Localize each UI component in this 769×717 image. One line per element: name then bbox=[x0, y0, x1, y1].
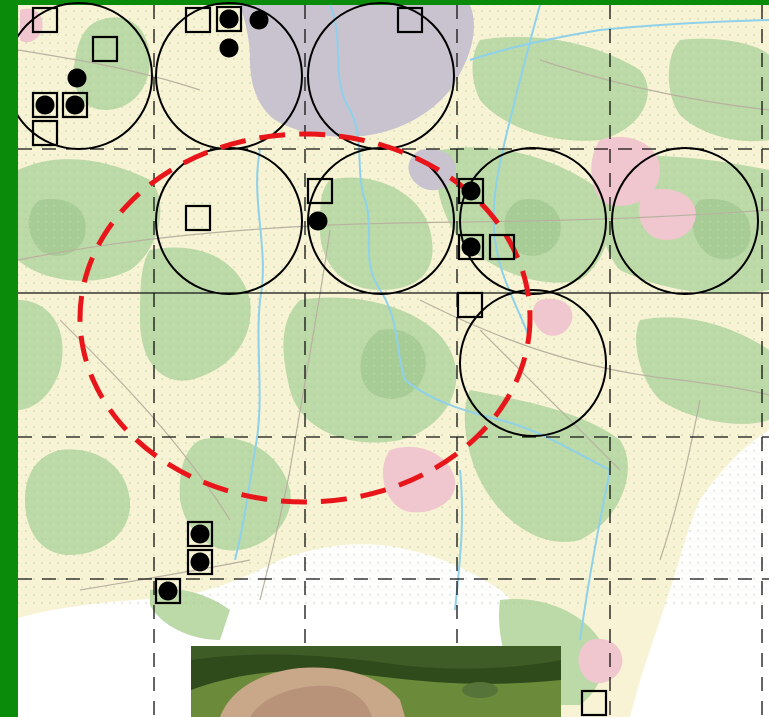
open-square-marker-8[interactable] bbox=[488, 233, 516, 261]
dot-marker-1[interactable] bbox=[219, 9, 239, 29]
photo-inset[interactable] bbox=[191, 646, 561, 717]
survey-circle-1 bbox=[18, 2, 153, 150]
dot-square-marker-4[interactable] bbox=[457, 177, 485, 205]
dot-marker-3[interactable] bbox=[219, 38, 239, 58]
records-markers bbox=[31, 5, 608, 717]
dot-marker-4[interactable] bbox=[67, 68, 87, 88]
open-square-marker-7[interactable] bbox=[306, 177, 334, 205]
roads bbox=[18, 49, 769, 601]
open-square-marker-6[interactable] bbox=[184, 204, 212, 232]
pink-areas bbox=[20, 8, 696, 684]
survey-circle-8 bbox=[459, 289, 607, 437]
open-square-marker-9[interactable] bbox=[456, 291, 484, 319]
survey-circle-4 bbox=[155, 147, 303, 295]
open-square-marker-3[interactable] bbox=[31, 119, 59, 147]
dot-square-marker-2[interactable] bbox=[61, 91, 89, 119]
dot-square-marker-8[interactable] bbox=[154, 577, 182, 605]
dot-marker-5[interactable] bbox=[308, 211, 328, 231]
survey-circle-6 bbox=[459, 147, 607, 295]
open-square-marker-5[interactable] bbox=[396, 6, 424, 34]
dot-square-marker-6[interactable] bbox=[186, 520, 214, 548]
open-square-marker-10[interactable] bbox=[580, 689, 608, 717]
urban-area bbox=[240, 5, 474, 137]
survey-grid bbox=[18, 5, 769, 717]
map-frame-left bbox=[0, 0, 18, 717]
survey-circle-7 bbox=[611, 147, 759, 295]
dot-square-marker-1[interactable] bbox=[31, 91, 59, 119]
open-square-marker-1[interactable] bbox=[31, 6, 59, 34]
highlight-circle[interactable] bbox=[77, 131, 533, 505]
survey-circles bbox=[18, 2, 759, 437]
open-square-marker-4[interactable] bbox=[184, 6, 212, 34]
dot-marker-2[interactable] bbox=[249, 10, 269, 30]
survey-circle-5 bbox=[307, 147, 455, 295]
dot-square-marker-7[interactable] bbox=[186, 548, 214, 576]
dot-square-marker-5[interactable] bbox=[457, 233, 485, 261]
open-square-marker-2[interactable] bbox=[91, 35, 119, 63]
